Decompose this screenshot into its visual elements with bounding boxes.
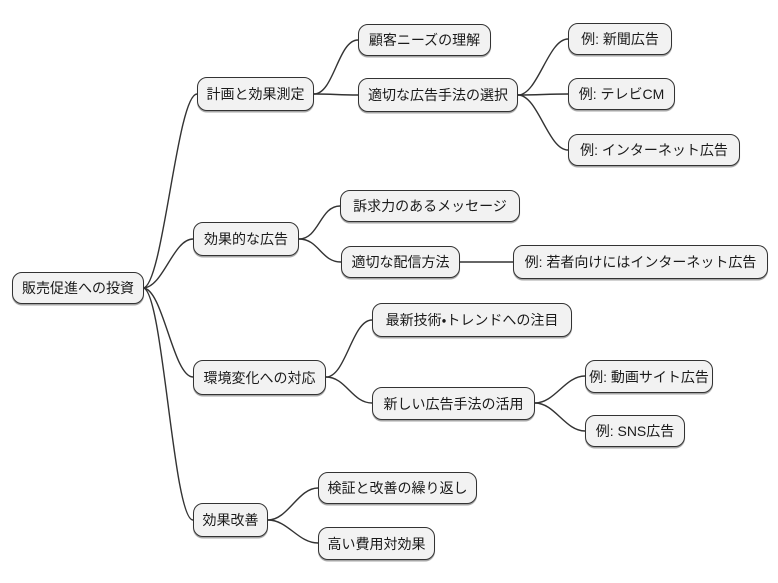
- mindmap-node-example-tv-cm: 例: テレビCM: [568, 78, 675, 110]
- mindmap-node-example-newspaper-ad: 例: 新聞広告: [568, 23, 672, 55]
- edge-n1-n1b: [313, 93, 359, 96]
- mindmap-node-environment-change: 環境変化への対応: [193, 360, 326, 395]
- mindmap-node-cost-effectiveness: 高い費用対効果: [318, 527, 435, 560]
- edge-n1b-n1b2: [517, 93, 569, 96]
- mindmap-node-example-sns-ad: 例: SNS広告: [585, 415, 685, 447]
- mindmap-node-verify-improve-cycle: 検証と改善の繰り返し: [318, 472, 477, 504]
- mindmap-node-effective-advertising: 効果的な広告: [193, 222, 299, 256]
- edge-n4-n4a: [267, 487, 319, 521]
- mindmap-node-example-youth-internet-ad: 例: 若者向けにはインターネット広告: [513, 245, 768, 279]
- edge-n1b-n1b1: [517, 38, 569, 96]
- edge-root-n1: [142, 93, 198, 289]
- edge-n2-n2a: [298, 205, 341, 240]
- edge-n3-n3a: [325, 319, 373, 378]
- mindmap-node-effect-improvement: 効果改善: [193, 503, 268, 537]
- edge-n3b-n3b1: [534, 375, 586, 404]
- edge-n4-n4b: [267, 519, 319, 544]
- edge-n3-n3b: [325, 376, 373, 404]
- edge-root-n2: [142, 238, 194, 289]
- edge-root-n3: [142, 287, 194, 378]
- mindmap-node-example-internet-ad: 例: インターネット広告: [568, 134, 740, 166]
- mindmap-node-root: 販売促進への投資: [12, 272, 144, 304]
- mindmap-node-new-ad-methods: 新しい広告手法の活用: [372, 387, 535, 420]
- mindmap-node-delivery-method: 適切な配信方法: [341, 246, 460, 278]
- mindmap-node-customer-needs: 顧客ニーズの理解: [358, 24, 491, 56]
- mindmap-node-planning-measurement: 計画と効果測定: [197, 77, 314, 111]
- edge-n2-n2b: [298, 238, 342, 263]
- edge-n3b-n3b2: [534, 402, 586, 432]
- edge-n1-n1a: [313, 39, 359, 95]
- mindmap-node-latest-tech-trends: 最新技術・トレンドへの注目: [372, 303, 572, 337]
- edge-root-n4: [142, 287, 194, 521]
- mindmap-node-appealing-message: 訴求力のあるメッセージ: [340, 190, 520, 222]
- mindmap-node-ad-method-selection: 適切な広告手法の選択: [358, 78, 518, 112]
- edge-n1b-n1b3: [517, 94, 569, 151]
- mindmap-node-example-video-site-ad: 例: 動画サイト広告: [585, 360, 713, 393]
